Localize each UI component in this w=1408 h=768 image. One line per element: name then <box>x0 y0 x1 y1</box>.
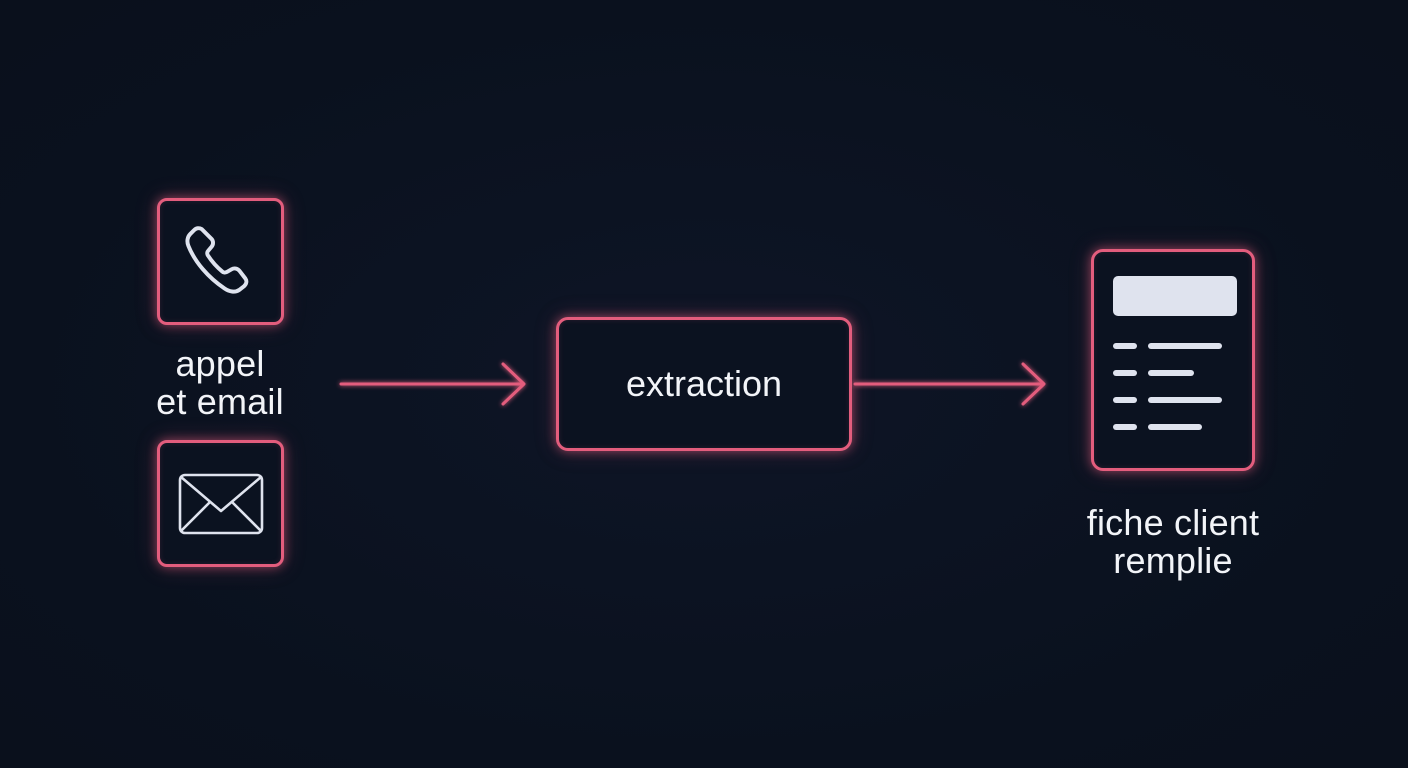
mail-node <box>157 440 284 567</box>
form-line <box>1148 370 1194 376</box>
extraction-label: extraction <box>625 363 783 404</box>
arrow-input-to-extraction <box>339 362 526 406</box>
client-form-node <box>1091 249 1255 471</box>
form-line <box>1148 424 1202 430</box>
phone-node <box>157 198 284 325</box>
phone-icon <box>184 225 248 294</box>
output-label-line1: fiche client <box>1086 502 1260 543</box>
form-line <box>1113 370 1137 376</box>
mail-icon <box>178 473 263 534</box>
output-label: fiche client remplie <box>1050 504 1296 580</box>
form-line <box>1113 397 1137 403</box>
form-line <box>1113 343 1137 349</box>
form-line <box>1148 397 1222 403</box>
arrow-extraction-to-form <box>853 362 1046 406</box>
output-label-line2: remplie <box>1113 540 1233 581</box>
form-header-bar <box>1113 276 1237 316</box>
input-label-line2: et email <box>156 381 284 422</box>
form-line <box>1148 343 1222 349</box>
extraction-node: extraction <box>556 317 852 451</box>
input-label: appel et email <box>130 345 310 421</box>
input-label-line1: appel <box>175 343 265 384</box>
form-line <box>1113 424 1137 430</box>
